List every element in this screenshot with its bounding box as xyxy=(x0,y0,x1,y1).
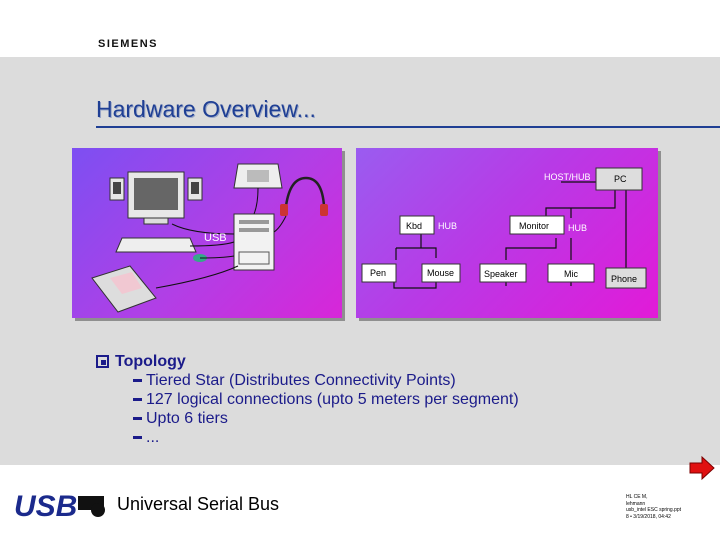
footnote: HL CE M, lehmann usb_intel ESC spring.pp… xyxy=(626,494,682,520)
dash-bullet-icon xyxy=(133,398,142,401)
siemens-logo: SIEMENS xyxy=(98,38,159,50)
host-hub-label: HOST/HUB xyxy=(544,172,591,182)
phone-label: Phone xyxy=(611,274,637,284)
svg-text:USB: USB xyxy=(14,490,77,523)
bullet-item: ... xyxy=(133,428,519,447)
usb-label: USB xyxy=(204,232,227,244)
footer-title: Universal Serial Bus xyxy=(117,494,280,514)
dash-bullet-icon xyxy=(133,436,142,439)
bullet-item: Upto 6 tiers xyxy=(133,409,519,428)
mic-label: Mic xyxy=(564,269,578,279)
kbd-label: Kbd xyxy=(406,221,422,231)
dash-bullet-icon xyxy=(133,417,142,420)
checkbox-bullet-icon xyxy=(96,355,109,368)
pen-label: Pen xyxy=(370,268,386,278)
slide-title: Hardware Overview... xyxy=(96,96,316,122)
topology-bullets: Topology Tiered Star (Distributes Connec… xyxy=(96,352,519,447)
usb-device-illustration: USB xyxy=(72,148,342,318)
bullet-item: Tiered Star (Distributes Connectivity Po… xyxy=(133,371,519,390)
title-underline xyxy=(96,126,720,128)
speaker-label: Speaker xyxy=(484,269,518,279)
usb-logo: USB xyxy=(14,490,105,523)
hub1-label: HUB xyxy=(438,221,457,231)
bullet-item: 127 logical connections (upto 5 meters p… xyxy=(133,390,519,409)
dash-bullet-icon xyxy=(133,379,142,382)
hub2-label: HUB xyxy=(568,223,587,233)
mouse-label: Mouse xyxy=(427,268,454,278)
next-slide-arrow-icon[interactable] xyxy=(688,455,716,481)
pc-label: PC xyxy=(614,174,627,184)
topology-heading: Topology xyxy=(96,352,519,371)
topology-diagram: PC HOST/HUB Kbd HUB Monitor HUB Pen Mous… xyxy=(356,148,658,318)
monitor-label: Monitor xyxy=(519,221,549,231)
